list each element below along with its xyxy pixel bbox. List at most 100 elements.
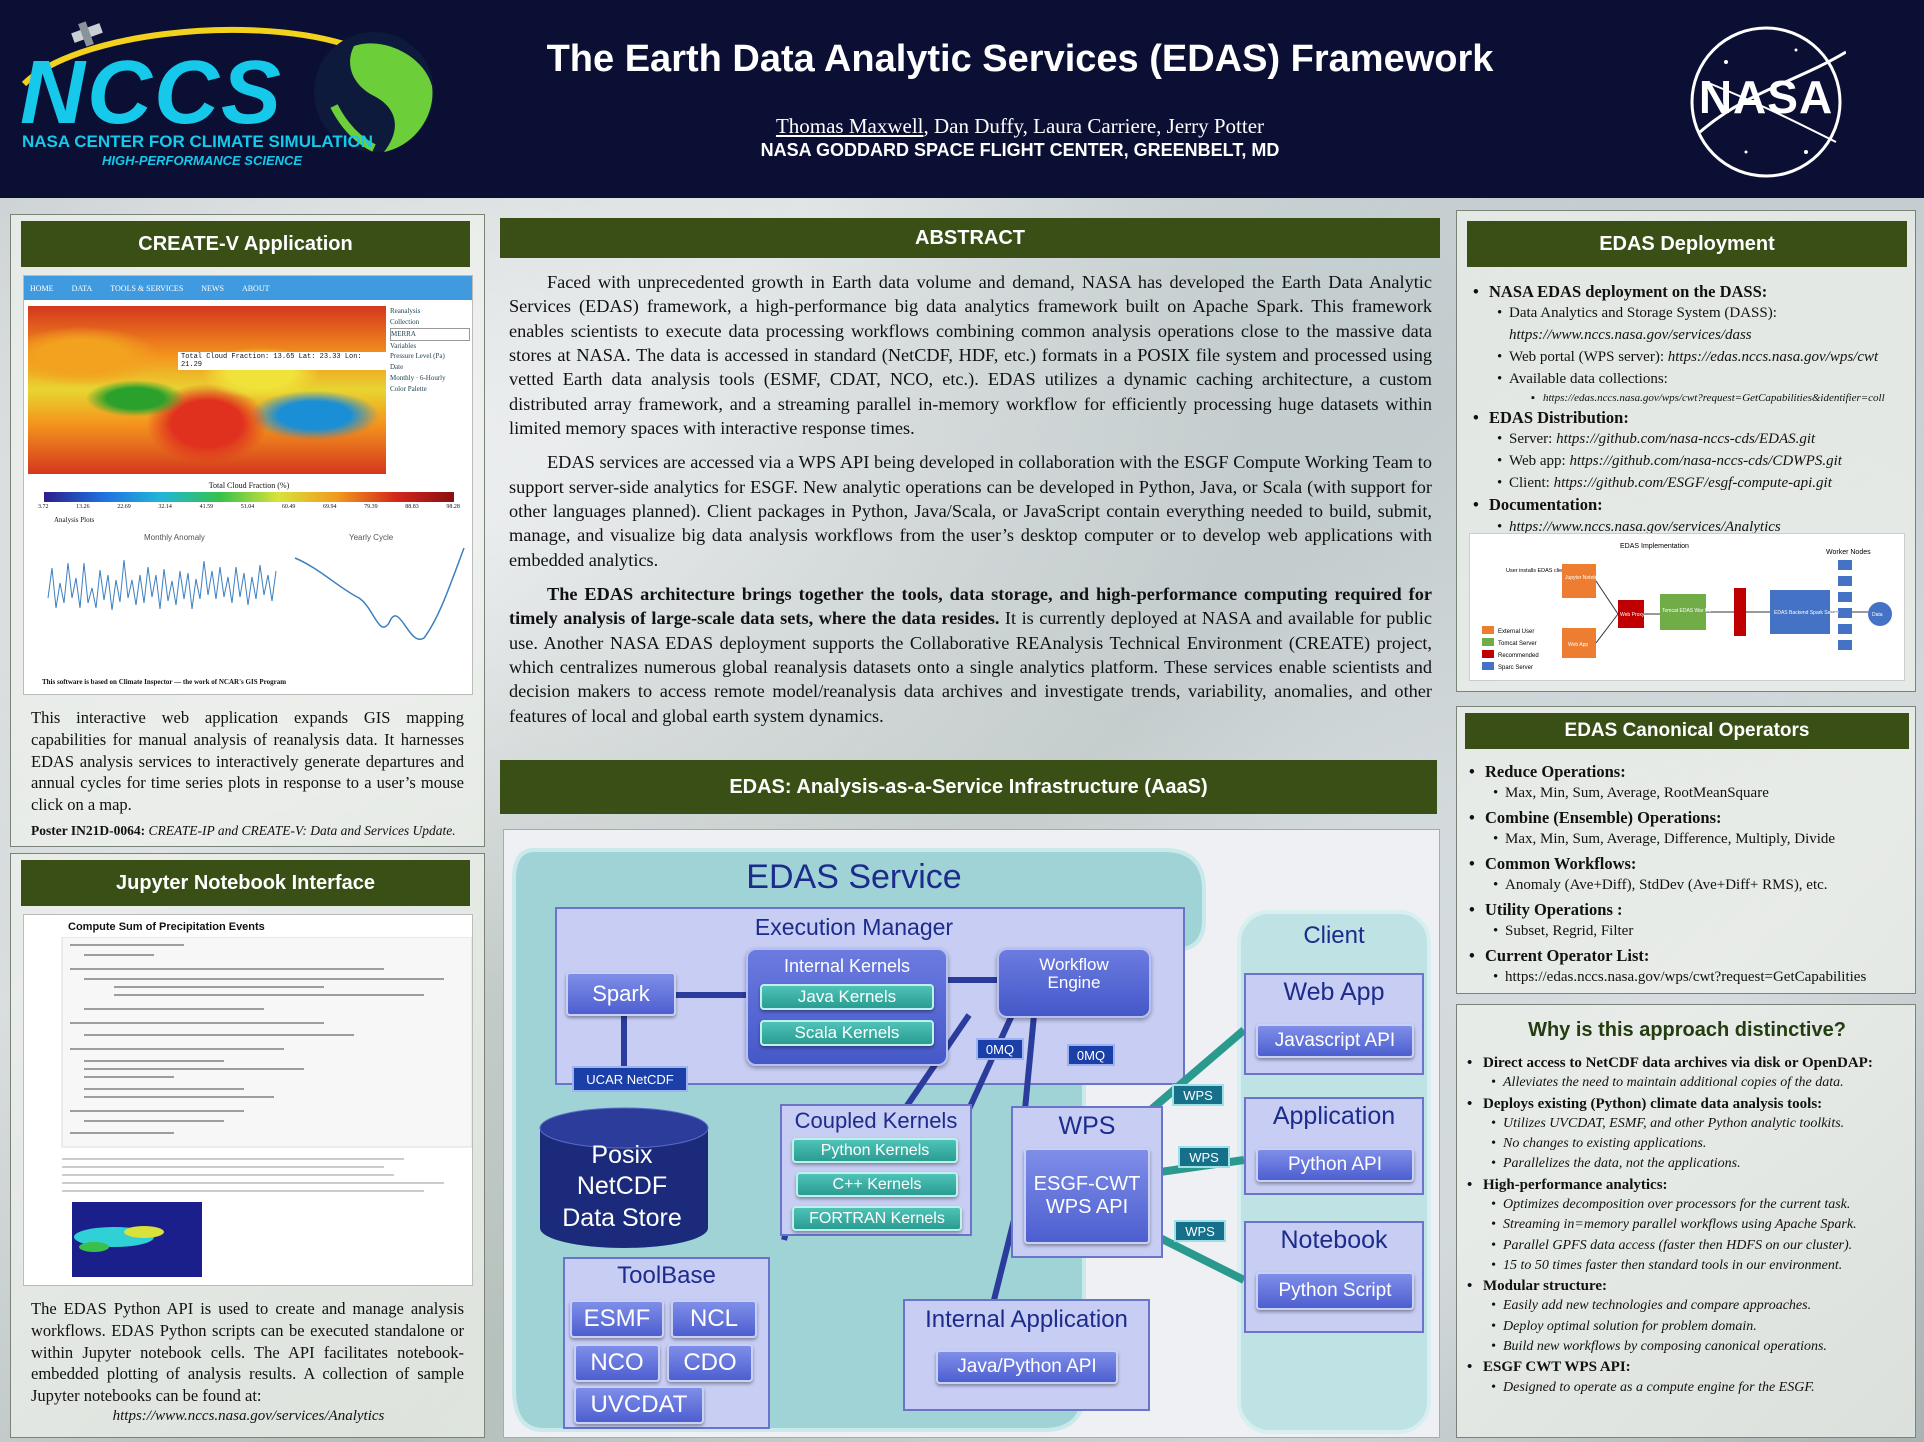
sidebar-label: Variables [390,341,417,350]
sidebar-label: Date [390,363,404,372]
sidebar-label: Color Palette [390,384,427,393]
jupyter-screenshot: Compute Sum of Precipitation Events [23,914,473,1286]
zmq-link-2: 0MQ [1067,1044,1115,1066]
nav-tools[interactable]: TOOLS & SERVICES [110,283,184,293]
internal-kernels-box: Internal Kernels Java Kernels Scala Kern… [746,948,948,1066]
impl-title: EDAS Implementation [1620,543,1689,550]
nav-about[interactable]: ABOUT [241,283,270,293]
colorbar-title: Total Cloud Fraction (%) [208,481,290,490]
create-v-screenshot: HOME DATA TOOLS & SERVICES NEWS ABOUT To… [23,275,473,695]
operator-list-link[interactable]: https://edas.nccs.nasa.gov/wps/cwt?reque… [1485,967,1911,989]
notebooks-link[interactable]: https://www.nccs.nasa.gov/services/Analy… [112,1408,385,1424]
analysis-plots-label: Analysis Plots [54,516,95,524]
svg-text:Web Proxy: Web Proxy [1620,612,1645,618]
python-kernels-box: Python Kernels [792,1138,958,1163]
climate-inspector-credit: This software is based on Climate Inspec… [42,678,287,686]
docs-link[interactable]: https://www.nccs.nasa.gov/services/Analy… [1509,518,1781,535]
implementation-graph: EDAS Implementation Worker Nodes User in… [1482,543,1892,671]
svg-text:Sparc Server: Sparc Server [1498,665,1533,671]
notebook-title: Compute Sum of Precipitation Events [68,921,265,933]
java-python-api-box: Java/Python API [936,1350,1118,1384]
python-script-box: Python Script [1256,1272,1414,1310]
nccs-subtitle: NASA CENTER FOR CLIMATE SIMULATION [22,132,373,151]
esgf-cwt-wps-api-box: ESGF-CWT WPS API [1024,1148,1150,1244]
toolbase-title: ToolBase [617,1262,716,1289]
map-sidebar: Reanalysis Collection MERRA Variables Pr… [390,306,470,474]
svg-text:Tomcat EDAS War file: Tomcat EDAS War file [1662,608,1711,614]
tool-cdo: CDO [667,1344,753,1382]
nasa-meatball-icon [1690,26,1847,178]
radio-monthly[interactable]: Monthly · 6-Hourly [390,374,446,383]
create-v-heading: CREATE-V Application [21,221,470,267]
collections-label: Available data collections: [1509,370,1668,387]
nccs-logo: NCCS NASA CENTER FOR CLIMATE SIMULATION … [14,14,434,182]
collections-link[interactable]: https://edas.nccs.nasa.gov/wps/cwt?reque… [1543,392,1885,405]
author-list: Thomas Maxwell, Dan Duffy, Laura Carrier… [440,114,1600,139]
svg-text:EDAS Backend Spark Server: EDAS Backend Spark Server [1774,610,1839,616]
webapp-repo-link[interactable]: https://github.com/nasa-nccs-cds/CDWPS.g… [1569,452,1842,469]
sidebar-label: Reanalysis [390,307,421,315]
abstract-heading: ABSTRACT [500,218,1440,258]
nav-data[interactable]: DATA [71,283,93,293]
operator-group-title: Utility Operations : [1485,900,1623,920]
deployment-list: NASA EDAS deployment on the DASS: Data A… [1471,281,1911,538]
sidebar-label: Pressure Level (Pa) [390,352,445,361]
tool-ncl: NCL [671,1300,757,1338]
sidebar-label: Collection [390,317,420,326]
client-title: Client [1303,922,1365,949]
nav-news[interactable]: NEWS [201,283,224,293]
svg-text:External User: External User [1498,629,1534,635]
server-repo-link[interactable]: https://github.com/nasa-nccs-cds/EDAS.gi… [1556,431,1816,448]
distinctive-heading: Why is this approach distinctive? [1528,1019,1846,1041]
colorbar [44,492,454,502]
dass-link[interactable]: https://www.nccs.nasa.gov/services/dass [1509,327,1752,344]
globe-icon [314,32,434,152]
nccs-wordmark: NCCS [20,43,284,143]
svg-text:Jupyter Notebook or Python: Jupyter Notebook or Python [1565,575,1627,581]
portal-link[interactable]: https://edas.nccs.nasa.gov/wps/cwt [1667,348,1879,365]
create-v-description: This interactive web application expands… [31,708,464,815]
dass-title: NASA EDAS deployment on the DASS: [1489,282,1768,301]
operator-group-title: Common Workflows: [1485,854,1637,874]
docs-title: Documentation: [1489,495,1603,515]
portal-label: Web portal (WPS server): [1509,348,1668,365]
aaas-heading: EDAS: Analysis-as-a-Service Infrastructu… [500,760,1437,814]
operators-list: Reduce Operations:Max, Min, Sum, Average… [1467,761,1911,991]
zmq-link-1: 0MQ [976,1038,1024,1060]
monthly-anomaly-title: Monthly Anomaly [144,533,205,542]
client-repo-link[interactable]: https://github.com/ESGF/esgf-compute-api… [1553,474,1832,491]
deployment-heading: EDAS Deployment [1467,221,1907,267]
cpp-kernels-box: C++ Kernels [796,1172,958,1197]
collection-select[interactable]: MERRA [390,327,470,341]
notebook-title-diagram: Notebook [1280,1226,1388,1254]
workflow-engine-box: Workflow Engine [997,948,1151,1018]
tool-esmf: ESMF [570,1300,664,1338]
create-v-panel: CREATE-V Application HOME DATA TOOLS & S… [10,214,485,847]
internal-kernels-title: Internal Kernels [783,956,911,976]
abstract-body: Faced with unprecedented growth in Earth… [509,270,1432,738]
poster-title: The Earth Data Analytic Services (EDAS) … [546,38,1494,80]
wps-link-2: WPS [1178,1146,1230,1168]
operator-group-title: Reduce Operations: [1485,762,1626,781]
scala-kernels-box: Scala Kernels [760,1020,934,1046]
abstract-paragraph-3: The EDAS architecture brings together th… [509,583,1432,726]
nav-home[interactable]: HOME [30,283,54,293]
fortran-kernels-box: FORTRAN Kernels [792,1206,962,1231]
poster-reference: Poster IN21D-0064: CREATE-IP and CREATE-… [31,823,471,839]
deployment-panel: EDAS Deployment NASA EDAS deployment on … [1456,210,1916,692]
yearly-cycle-title: Yearly Cycle [349,533,394,542]
tool-nco: NCO [574,1344,660,1382]
abstract-emphasis: The EDAS architecture brings together th… [509,583,1432,629]
svg-text:Data: Data [1872,612,1883,618]
ucar-netcdf-tag: UCAR NetCDF [572,1066,688,1092]
svg-text:Web App: Web App [1568,642,1588,648]
presenting-author: Thomas Maxwell [775,114,924,138]
poster-title-ref: CREATE-IP and CREATE-V: Data and Service… [148,823,456,838]
orbit-swoosh-icon [21,21,345,87]
distinctive-list: Direct access to NetCDF data archives vi… [1465,1053,1913,1398]
tool-uvcdat: UVCDAT [574,1386,704,1424]
data-store-label: Posix NetCDF Data Store [562,1141,682,1232]
java-kernels-box: Java Kernels [760,984,934,1010]
cloud-fraction-map[interactable]: Total Cloud Fraction: 13.65 Lat: 23.33 L… [28,306,386,474]
worker-nodes-label: Worker Nodes [1826,549,1871,556]
